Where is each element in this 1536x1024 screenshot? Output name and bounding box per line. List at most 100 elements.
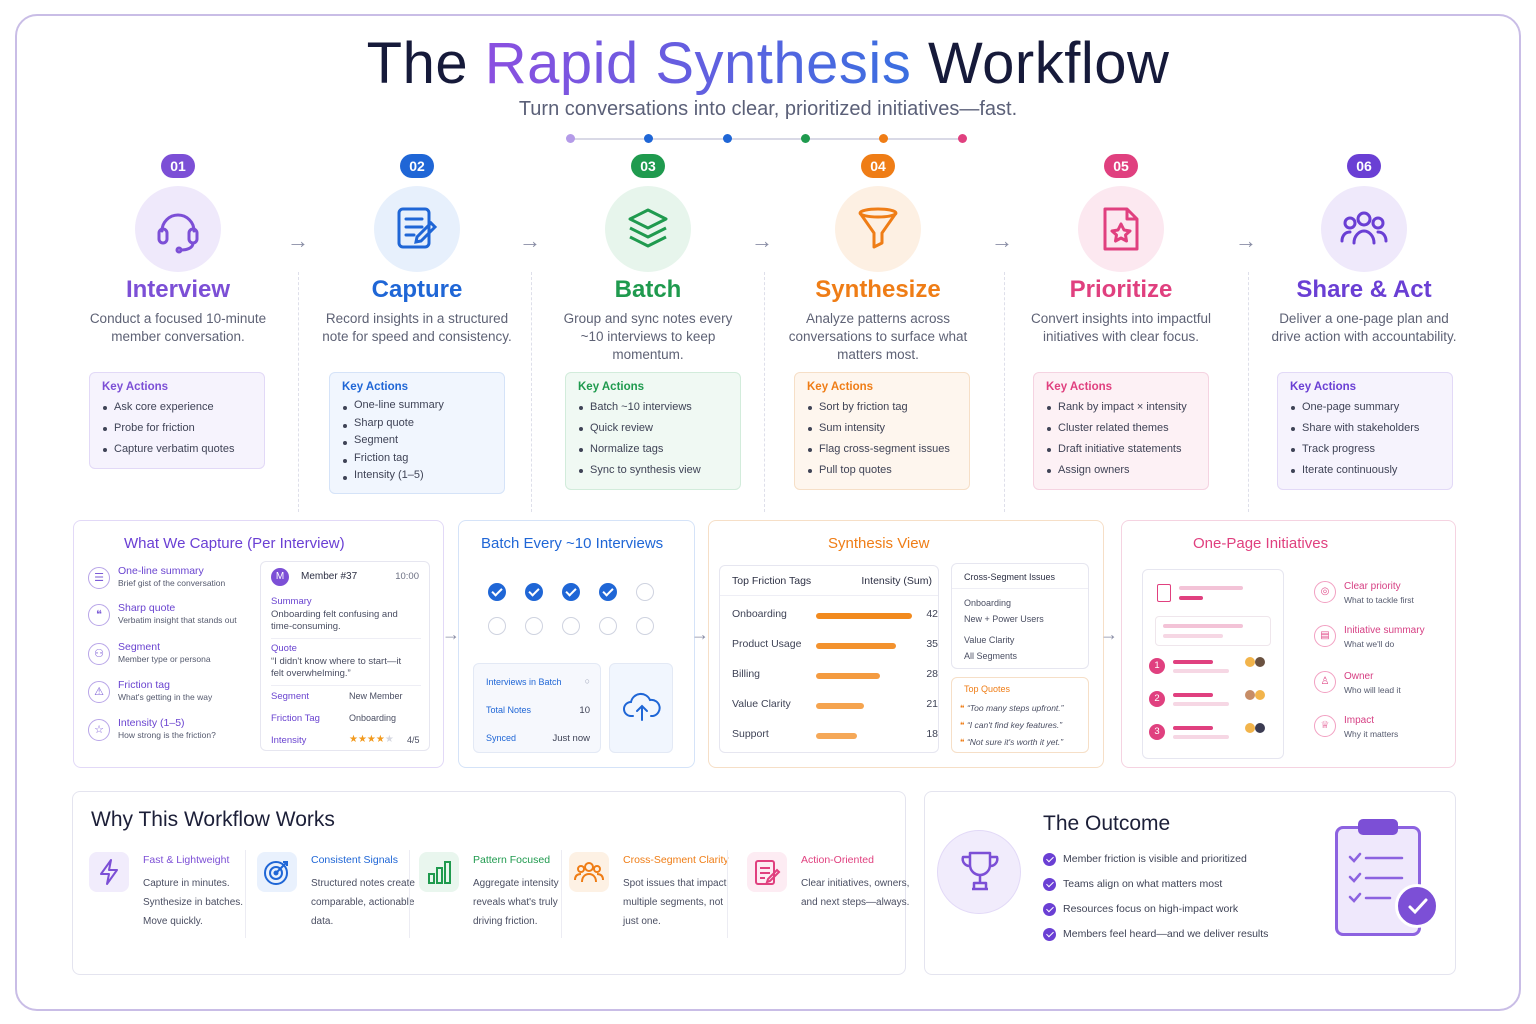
target-icon xyxy=(257,852,297,892)
key-action-item: Pull top quotes xyxy=(807,460,957,481)
headset-icon xyxy=(135,186,221,272)
step-title: Share & Act xyxy=(1296,276,1432,303)
divider xyxy=(298,272,299,512)
cross-segment-title: Cross-Segment Issues xyxy=(964,572,1056,582)
step-title: Synthesize xyxy=(815,276,941,303)
friction-value: Onboarding xyxy=(349,713,397,723)
top-quotes-title: Top Quotes xyxy=(964,684,1011,694)
field-desc: How strong is the friction? xyxy=(118,730,216,740)
issue-name: Onboarding xyxy=(964,598,1012,608)
check-badge-icon xyxy=(1395,884,1439,928)
avatar xyxy=(1245,657,1255,667)
interview-checked[interactable] xyxy=(599,583,617,601)
intensity-stars: ★★★★★ xyxy=(349,734,394,745)
panel-title: What We Capture (Per Interview) xyxy=(124,535,345,552)
key-action-item: Segment xyxy=(342,432,492,450)
key-action-item: Iterate continuously xyxy=(1290,460,1440,481)
progress-dots xyxy=(566,134,967,143)
stat-label: Interviews in Batch xyxy=(486,677,562,687)
avatar xyxy=(1245,723,1255,733)
key-action-item: Capture verbatim quotes xyxy=(102,439,252,460)
document-icon: ▤ xyxy=(1314,625,1336,647)
initiatives-document: 1 2 3 xyxy=(1142,569,1284,759)
step-interview: 01 Interview Conduct a focused 10-minute… xyxy=(63,154,293,346)
interview-checked[interactable] xyxy=(562,583,580,601)
step-description: Record insights in a structured note for… xyxy=(322,311,512,344)
summary-label: Summary xyxy=(271,596,312,607)
interview-pending[interactable] xyxy=(599,617,617,635)
flow-arrow: → xyxy=(991,228,1013,253)
divider xyxy=(245,850,246,938)
step-number: 06 xyxy=(1347,154,1381,178)
interview-pending[interactable] xyxy=(488,617,506,635)
quote: ❝ “I can't find key features.” xyxy=(960,720,1063,730)
interview-pending[interactable] xyxy=(562,617,580,635)
issue-segments: All Segments xyxy=(964,651,1018,661)
dot-5 xyxy=(879,134,888,143)
initiatives-panel: One-Page Initiatives 1 2 3 ◎ Clear prior… xyxy=(1121,520,1456,768)
step-title: Prioritize xyxy=(1069,276,1173,303)
bar xyxy=(816,703,864,709)
batch-panel: Batch Every ~10 Interviews Interviews in… xyxy=(458,520,695,768)
clipboard-icon xyxy=(1157,584,1171,602)
benefit-title: Pattern Focused xyxy=(473,854,551,866)
key-action-item: Assign owners xyxy=(1046,460,1196,481)
step-batch: 03 Batch Group and sync notes every ~10 … xyxy=(533,154,763,364)
step-prioritize: 05 Prioritize Convert insights into impa… xyxy=(1006,154,1236,346)
quote-label: Quote xyxy=(271,643,297,654)
team-icon xyxy=(1321,186,1407,272)
key-actions-capture: Key Actions One-line summary Sharp quote… xyxy=(329,372,505,494)
bar-chart-icon xyxy=(419,852,459,892)
user-icon: ♙ xyxy=(1314,671,1336,693)
cross-segment-card: Cross-Segment Issues Onboarding New + Po… xyxy=(951,563,1089,669)
outcome-panel: The Outcome Member friction is visible a… xyxy=(924,791,1456,975)
intensity-label: Intensity xyxy=(271,735,307,746)
funnel-icon xyxy=(835,186,921,272)
key-action-item: One-page summary xyxy=(1290,397,1440,418)
interview-pending[interactable] xyxy=(636,583,654,601)
key-action-item: Cluster related themes xyxy=(1046,418,1196,439)
cloud-upload-icon[interactable] xyxy=(609,663,673,753)
interview-checked[interactable] xyxy=(488,583,506,601)
column-header: Top Friction Tags xyxy=(732,575,812,587)
step-title: Batch xyxy=(614,276,682,303)
stat-label: Synced xyxy=(486,733,517,743)
edit-icon xyxy=(747,852,787,892)
interview-pending[interactable] xyxy=(636,617,654,635)
summary-block xyxy=(1155,616,1271,646)
interview-pending[interactable] xyxy=(525,617,543,635)
bar-label: Support xyxy=(732,728,769,740)
avatar xyxy=(1255,690,1265,700)
avatar: M xyxy=(271,568,289,586)
step-description: Deliver a one-page plan and drive action… xyxy=(1271,311,1457,344)
key-actions-title: Key Actions xyxy=(578,381,645,393)
key-actions-title: Key Actions xyxy=(1046,381,1113,393)
benefit-desc: Aggregate intensity reveals what's truly… xyxy=(473,878,559,927)
key-action-item: Friction tag xyxy=(342,450,492,468)
divider xyxy=(1004,272,1005,512)
batch-stats-card: Interviews in Batch ○ Total Notes 10 Syn… xyxy=(473,663,601,753)
section-title: The Outcome xyxy=(1043,812,1171,835)
trophy-icon: ♕ xyxy=(1314,715,1336,737)
quote-text: “I didn't know where to start—it felt ov… xyxy=(271,656,402,679)
divider xyxy=(531,272,532,512)
panel-arrow: → xyxy=(442,624,460,644)
page-subtitle: Turn conversations into clear, prioritiz… xyxy=(518,98,1018,120)
dot-1 xyxy=(566,134,575,143)
benefit-title: Cross-Segment Clarity xyxy=(623,854,729,866)
page-title: The Rapid Synthesis Workflow xyxy=(366,31,1170,96)
note-edit-icon xyxy=(374,186,460,272)
people-icon xyxy=(569,852,609,892)
field-desc: What's getting in the way xyxy=(118,692,213,702)
avatar xyxy=(1245,690,1255,700)
benefit-title: Consistent Signals xyxy=(311,854,398,866)
interview-checked[interactable] xyxy=(525,583,543,601)
attribute-desc: What we'll do xyxy=(1344,639,1395,649)
section-title: Why This Workflow Works xyxy=(91,808,335,831)
note-card: M Member #37 10:00 Summary Onboarding fe… xyxy=(260,561,430,751)
step-number: 01 xyxy=(161,154,195,178)
attribute-name: Clear priority xyxy=(1344,581,1401,592)
bar xyxy=(816,643,896,649)
